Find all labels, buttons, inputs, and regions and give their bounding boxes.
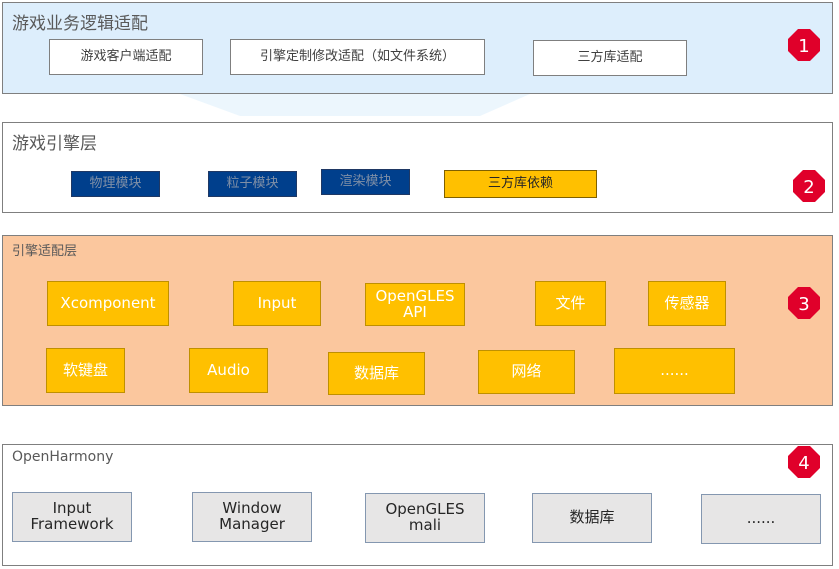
- render-module-box: 渲染模块: [321, 169, 410, 195]
- third-party-lib-adapt-box: 三方库适配: [533, 40, 687, 76]
- physics-module-box: 物理模块: [71, 171, 160, 197]
- soft-keyboard-box: 软键盘: [46, 348, 125, 393]
- input-box: Input: [233, 281, 321, 326]
- opengles-api-box: OpenGLES API: [365, 283, 465, 326]
- game-client-adapt-box: 游戏客户端适配: [49, 39, 203, 75]
- layer-title: OpenHarmony: [12, 449, 114, 465]
- window-manager-box: Window Manager: [192, 492, 312, 542]
- xcomponent-box: Xcomponent: [47, 281, 169, 326]
- decorative-light-beam: [180, 94, 530, 116]
- badge-3-icon: 3: [788, 287, 820, 319]
- more-items-box: ......: [614, 348, 735, 394]
- file-box: 文件: [535, 281, 606, 326]
- badge-number: 3: [798, 294, 809, 315]
- os-database-box: 数据库: [532, 493, 652, 543]
- badge-number: 2: [803, 177, 814, 198]
- layer-title: 游戏业务逻辑适配: [12, 14, 148, 34]
- badge-number: 4: [798, 453, 809, 474]
- engine-custom-adapt-box: 引擎定制修改适配（如文件系统）: [230, 39, 485, 75]
- badge-number: 1: [798, 36, 809, 57]
- database-box: 数据库: [328, 352, 425, 395]
- network-box: 网络: [478, 350, 575, 394]
- layer-title: 引擎适配层: [12, 244, 78, 259]
- sensor-box: 传感器: [648, 281, 726, 326]
- badge-4-icon: 4: [788, 446, 820, 478]
- third-party-dependency-box: 三方库依赖: [444, 170, 597, 198]
- badge-2-icon: 2: [793, 170, 825, 202]
- os-more-items-box: ......: [701, 494, 821, 544]
- layer-title: 游戏引擎层: [12, 134, 97, 154]
- opengles-mali-box: OpenGLES mali: [365, 493, 485, 543]
- layer-game-engine: 游戏引擎层: [2, 122, 833, 213]
- layer-openharmony: OpenHarmony: [2, 444, 833, 566]
- input-framework-box: Input Framework: [12, 492, 132, 542]
- particle-module-box: 粒子模块: [208, 171, 297, 197]
- badge-1-icon: 1: [788, 29, 820, 61]
- audio-box: Audio: [189, 348, 268, 393]
